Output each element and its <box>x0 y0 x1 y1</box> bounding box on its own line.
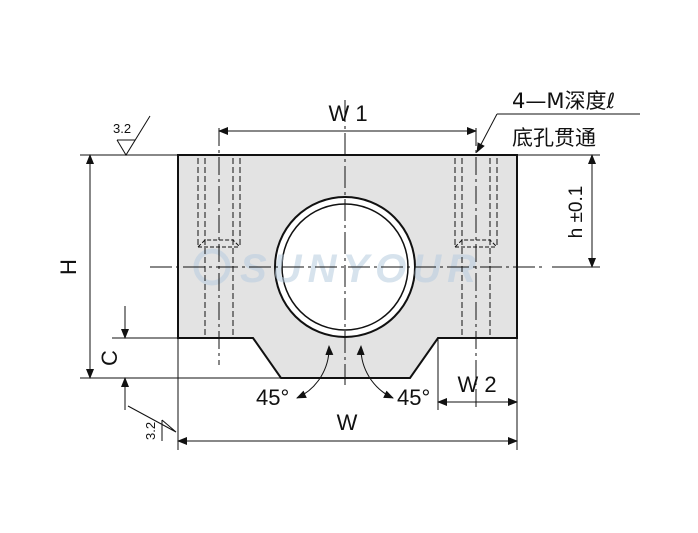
angle-right-label: 45° <box>397 385 430 410</box>
roughness-symbol-bottom <box>127 405 177 441</box>
dim-w: W <box>177 410 518 445</box>
dim-w-label: W <box>337 410 358 435</box>
watermark-text: SUNYOUR <box>240 247 482 291</box>
left-tapped-hole <box>197 158 241 338</box>
angle-left <box>296 345 334 399</box>
dim-w2: W 2 <box>437 372 518 406</box>
dim-h: H <box>56 154 94 379</box>
note-line1: 4—M深度ℓ <box>512 89 615 113</box>
center-lines <box>150 100 545 410</box>
dim-w1-label: W 1 <box>328 101 367 126</box>
dim-h-small-label: h ±0.1 <box>566 186 587 239</box>
watermark: SUNYOUR <box>193 247 482 291</box>
dim-c-label: C <box>97 350 122 366</box>
roughness-bottom-label: 3.2 <box>143 422 158 440</box>
dim-w1: W 1 <box>218 101 477 135</box>
angle-right <box>356 345 394 399</box>
dim-c: C <box>97 306 129 410</box>
angle-left-label: 45° <box>256 385 289 410</box>
dim-h-small: h ±0.1 <box>566 154 596 268</box>
note-leader <box>476 113 640 153</box>
dim-w2-label: W 2 <box>457 372 496 397</box>
roughness-symbol-top <box>116 115 151 156</box>
dim-h-label: H <box>56 259 81 275</box>
roughness-top-label: 3.2 <box>113 121 131 136</box>
note-line2: 底孔贯通 <box>512 126 596 150</box>
